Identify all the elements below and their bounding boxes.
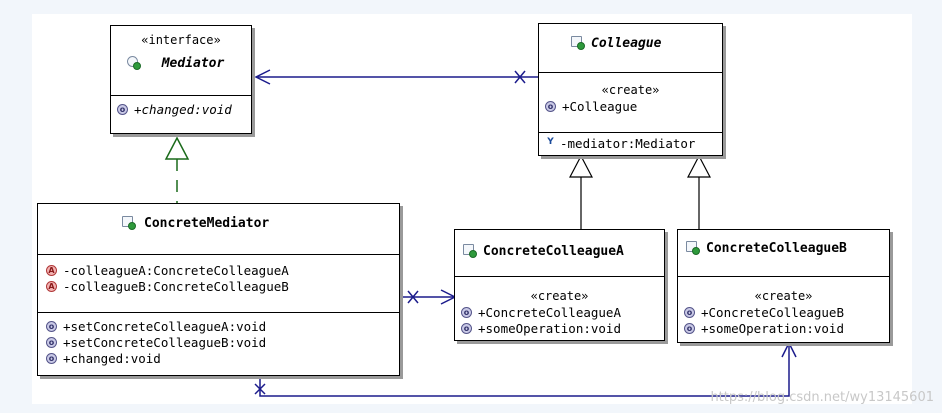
colleague-class-box[interactable]: Colleague «create» o +Colleague Y -media…: [538, 23, 723, 156]
concretecolleaguea-name: ConcreteColleagueA: [483, 244, 624, 259]
operation-icon: o: [545, 101, 556, 112]
concretemediator-operation-setcolleaguea[interactable]: o +setConcreteColleagueA:void: [46, 319, 399, 335]
concretemediator-attribute-colleagueb[interactable]: A -colleagueB:ConcreteColleagueB: [46, 279, 399, 295]
concretecolleaguea-create-stereotype: «create»: [530, 289, 589, 303]
colleague-create-stereotype: «create»: [601, 83, 660, 97]
operation-icon: o: [684, 323, 695, 334]
concretecolleagueb-name: ConcreteColleagueB: [706, 241, 847, 256]
operation-icon: o: [684, 307, 695, 318]
mediator-interface-box[interactable]: «interface» Mediator o +changed:void: [110, 25, 252, 134]
realization-concretemediator-mediator: [164, 136, 190, 204]
operation-icon: o: [117, 104, 128, 115]
concretecolleaguea-class-box[interactable]: ConcreteColleagueA «create» o +ConcreteC…: [454, 229, 665, 341]
mediator-stereotype: «interface»: [141, 33, 221, 47]
operation-icon: o: [46, 353, 57, 364]
attribute-icon: Y: [547, 137, 554, 147]
association-concretemediator-colleaguea: [400, 289, 457, 305]
operation-icon: o: [46, 321, 57, 332]
concretemediator-attribute-colleaguea[interactable]: A -colleagueA:ConcreteColleagueA: [46, 263, 399, 279]
association-concretemediator-colleagueb: [254, 341, 797, 397]
concretemediator-class-box[interactable]: ConcreteMediator A -colleagueA:ConcreteC…: [37, 203, 400, 376]
operation-icon: o: [461, 307, 472, 318]
concretecolleagueb-class-box[interactable]: ConcreteColleagueB «create» o +ConcreteC…: [677, 229, 890, 343]
operation-icon: o: [46, 337, 57, 348]
colleague-name: Colleague: [591, 36, 662, 51]
watermark: https://blog.csdn.net/wy13145601: [710, 390, 934, 405]
class-icon: [122, 216, 136, 230]
abstract-attribute-icon: A: [46, 265, 57, 276]
interface-icon: [127, 56, 141, 70]
concretecolleagueb-create-stereotype: «create»: [754, 289, 813, 303]
concretemediator-operation-changed[interactable]: o +changed:void: [46, 351, 399, 367]
concretemediator-name: ConcreteMediator: [144, 216, 270, 231]
operation-icon: o: [461, 323, 472, 334]
abstract-attribute-icon: A: [46, 281, 57, 292]
concretemediator-operation-setcolleagueb[interactable]: o +setConcreteColleagueB:void: [46, 335, 399, 351]
mediator-operation-changed[interactable]: o +changed:void: [117, 102, 251, 118]
inheritance-colleaguea-colleague: [569, 154, 593, 230]
mediator-name: Mediator: [161, 56, 225, 71]
association-colleague-mediator: [254, 69, 539, 85]
class-icon: [571, 36, 585, 50]
inheritance-colleagueb-colleague: [687, 154, 711, 230]
class-icon: [463, 244, 477, 258]
class-icon: [686, 241, 700, 255]
